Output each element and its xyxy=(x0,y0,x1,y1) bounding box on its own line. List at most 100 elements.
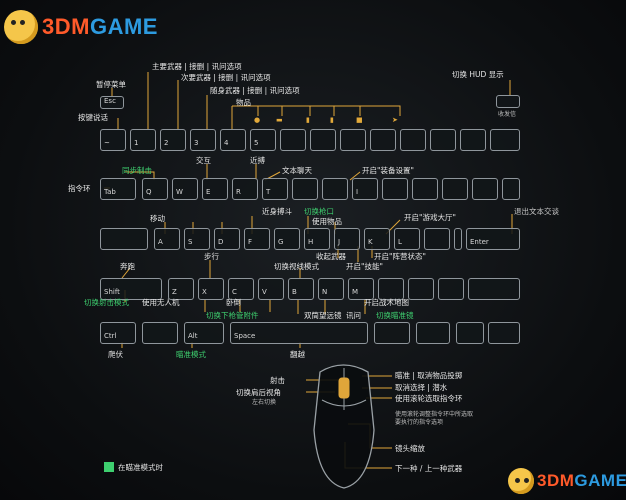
key-8[interactable] xyxy=(340,129,366,151)
label-switch-shoulder: 切换枪口 xyxy=(304,207,334,216)
key-label: E xyxy=(206,188,211,196)
grenade-icon: ● xyxy=(254,116,261,124)
key-capslock[interactable] xyxy=(100,228,148,250)
label-lens-zoom: 镜头缩放 xyxy=(395,444,425,453)
key-slash[interactable] xyxy=(438,278,464,300)
key-k[interactable]: K xyxy=(364,228,390,250)
key-b[interactable]: B xyxy=(288,278,314,300)
key-2[interactable]: 2 xyxy=(160,129,186,151)
key-z[interactable]: Z xyxy=(168,278,194,300)
key-space[interactable]: Space xyxy=(230,322,368,344)
label-item: 物品 xyxy=(236,98,251,107)
key-n[interactable]: N xyxy=(318,278,344,300)
key-tilde[interactable]: ~ xyxy=(100,129,126,151)
key-esc[interactable]: Esc xyxy=(100,96,124,109)
watermark-text-3dm: 3DM xyxy=(537,471,575,490)
label-exit-text-chat: 退出文本交谈 xyxy=(514,207,559,216)
key-h[interactable]: H xyxy=(304,228,330,250)
key-label: V xyxy=(262,288,267,296)
key-right-win[interactable] xyxy=(456,322,484,344)
legend-green-swatch xyxy=(104,462,114,472)
key-label: T xyxy=(266,188,271,196)
key-7[interactable] xyxy=(310,129,336,151)
key-period[interactable] xyxy=(408,278,434,300)
label-crouch-walk: 步行 xyxy=(204,252,219,261)
key-ctrl[interactable]: Ctrl xyxy=(100,322,136,344)
key-right-shift[interactable] xyxy=(468,278,520,300)
label-open-team-status: 开启"阵营状态" xyxy=(374,252,426,261)
key-o[interactable] xyxy=(382,178,408,200)
mascot-logo-icon xyxy=(4,10,38,44)
key-9[interactable] xyxy=(370,129,396,151)
key-label: Shift xyxy=(104,288,120,296)
key-w[interactable]: W xyxy=(172,178,198,200)
label-open-skills: 开启"技能" xyxy=(346,262,383,271)
label-switch-fire-mode: 切换射击模式 xyxy=(84,298,129,307)
label-switch-aim-scope: 切换瞄准镜 xyxy=(376,311,414,320)
key-g[interactable]: G xyxy=(274,228,300,250)
key-a[interactable]: A xyxy=(154,228,180,250)
key-rbracket[interactable] xyxy=(472,178,498,200)
key-d[interactable]: D xyxy=(214,228,240,250)
key-label: X xyxy=(202,288,207,296)
key-4[interactable]: 4 xyxy=(220,129,246,151)
key-3[interactable]: 3 xyxy=(190,129,216,151)
label-interact: 交互 xyxy=(196,156,211,165)
label-fire: 射击 xyxy=(270,376,285,385)
key-q[interactable]: Q xyxy=(142,178,168,200)
c4-icon: ▬ xyxy=(276,116,283,124)
key-equals[interactable] xyxy=(460,129,486,151)
label-command-ring: 指令环 xyxy=(68,184,91,193)
key-label: C xyxy=(232,288,237,296)
key-x[interactable]: X xyxy=(198,278,224,300)
key-r[interactable]: R xyxy=(232,178,258,200)
key-minus[interactable] xyxy=(430,129,456,151)
key-shift[interactable]: Shift xyxy=(100,278,162,300)
key-label: 1 xyxy=(134,139,139,147)
key-1[interactable]: 1 xyxy=(130,129,156,151)
key-i[interactable]: I xyxy=(352,178,378,200)
key-enter[interactable]: Enter xyxy=(466,228,520,250)
key-label: S xyxy=(188,238,193,246)
key-label: Ctrl xyxy=(104,332,117,340)
key-f[interactable]: F xyxy=(244,228,270,250)
key-alt[interactable]: Alt xyxy=(184,322,224,344)
key-label: W xyxy=(176,188,183,196)
key-6[interactable] xyxy=(280,129,306,151)
key-t[interactable]: T xyxy=(262,178,288,200)
key-c[interactable]: C xyxy=(228,278,254,300)
key-right-alt[interactable] xyxy=(374,322,410,344)
key-0[interactable] xyxy=(400,129,426,151)
label-toggle-hud: 切换 HUD 显示 xyxy=(452,70,504,79)
key-label: Q xyxy=(146,188,152,196)
key-menu[interactable] xyxy=(416,322,450,344)
key-j[interactable]: J xyxy=(334,228,360,250)
key-m[interactable]: M xyxy=(348,278,374,300)
label-interrogate: 讯问 xyxy=(346,311,361,320)
key-v[interactable]: V xyxy=(258,278,284,300)
key-l[interactable]: L xyxy=(394,228,420,250)
label-switch-scope: 切换下枪管附件 xyxy=(206,311,259,320)
key-5[interactable]: 5 xyxy=(250,129,276,151)
key-comma[interactable] xyxy=(378,278,404,300)
key-backslash[interactable] xyxy=(502,178,520,200)
key-p[interactable] xyxy=(412,178,438,200)
key-quote[interactable] xyxy=(454,228,462,250)
key-hud-toggle[interactable] xyxy=(496,95,520,108)
key-label: J xyxy=(338,238,341,246)
key-right-ctrl[interactable] xyxy=(488,322,520,344)
label-melee: 近搏 xyxy=(250,156,265,165)
key-semicolon[interactable] xyxy=(424,228,450,250)
label-use-drone: 使用无人机 xyxy=(142,298,180,307)
key-u[interactable] xyxy=(322,178,348,200)
label-open-tactical-map: 开启战术地图 xyxy=(364,298,409,307)
key-y[interactable] xyxy=(292,178,318,200)
key-lbracket[interactable] xyxy=(442,178,468,200)
key-s[interactable]: S xyxy=(184,228,210,250)
key-tab[interactable]: Tab xyxy=(100,178,136,200)
label-crawl: 爬伏 xyxy=(108,350,123,359)
key-e[interactable]: E xyxy=(202,178,228,200)
key-backspace[interactable] xyxy=(490,129,520,151)
key-win[interactable] xyxy=(142,322,178,344)
